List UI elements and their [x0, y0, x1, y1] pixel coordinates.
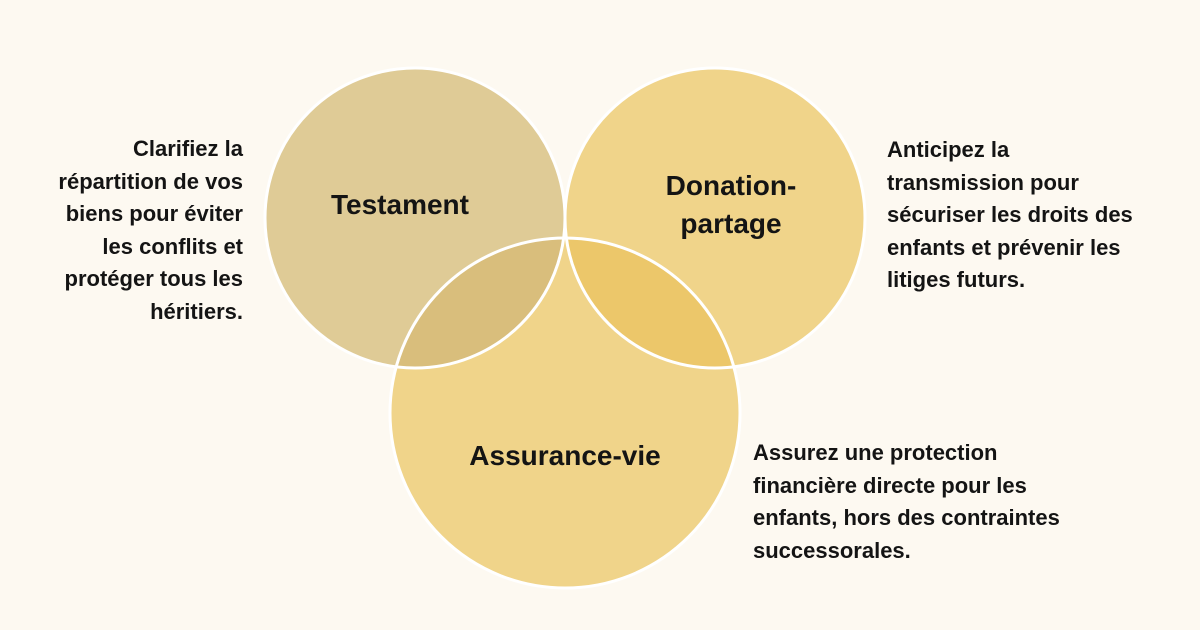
donation-partage-outline [563, 66, 867, 370]
overlap-donation-assurance [565, 238, 740, 368]
assurance-vie-description: Assurez une protection financière direct… [753, 440, 1060, 563]
assurance-vie-outline [388, 236, 742, 590]
testament-description: Clarifiez la répartition de vos biens po… [58, 136, 243, 324]
assurance-vie-label: Assurance-vie [469, 440, 661, 471]
testament-label: Testament [331, 189, 469, 220]
donation-partage-description: Anticipez la transmission pour sécuriser… [887, 137, 1133, 292]
overlap-testament-assurance [390, 238, 565, 368]
donation-partage-label: Donation- partage [665, 170, 797, 239]
